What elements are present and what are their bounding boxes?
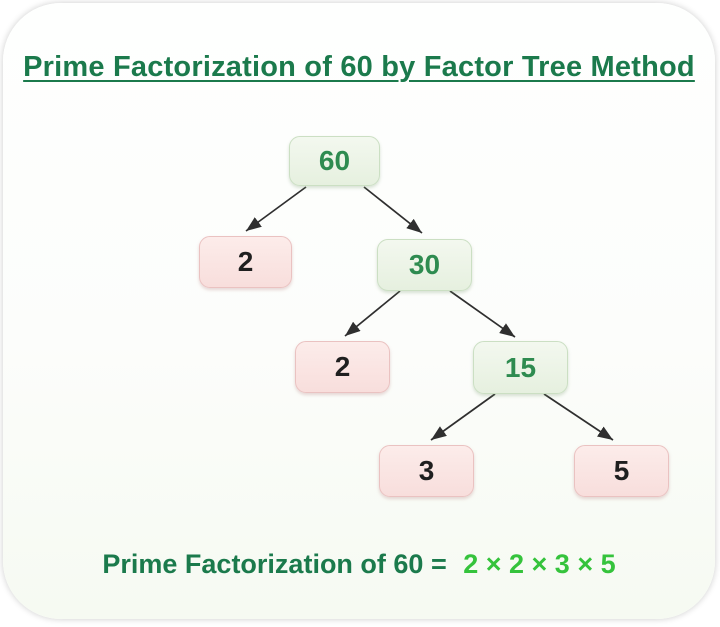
edge-30-to-15 [449, 290, 516, 338]
caption-prefix: Prime Factorization of 60 = [102, 549, 447, 579]
edge-60-to-30 [363, 186, 423, 234]
tree-edges [245, 186, 614, 441]
page-title: Prime Factorization of 60 by Factor Tree… [23, 51, 695, 83]
tree-node-60: 60 [289, 136, 380, 186]
node-label: 60 [318, 145, 351, 176]
caption-result: 2 × 2 × 3 × 5 [463, 549, 616, 579]
node-label: 5 [613, 455, 630, 486]
node-label: 2 [334, 351, 351, 382]
tree-node-15: 15 [473, 341, 568, 394]
tree-node-2-mid: 2 [295, 341, 390, 393]
edge-15-to-5 [543, 393, 614, 441]
tree-node-30: 30 [377, 239, 472, 291]
tree-node-5: 5 [574, 445, 669, 497]
factor-tree-diagram: 60 2 30 2 15 3 5 [3, 3, 720, 627]
node-label: 30 [408, 249, 441, 280]
edge-30-to-2 [344, 290, 401, 337]
node-label: 15 [504, 351, 537, 383]
edge-60-to-2 [245, 186, 307, 232]
caption: Prime Factorization of 60 = 2 × 2 × 3 × … [3, 549, 715, 580]
edge-15-to-3 [430, 393, 496, 441]
tree-node-2-left: 2 [199, 236, 292, 288]
node-label: 3 [418, 455, 435, 486]
node-label: 2 [237, 246, 254, 277]
tree-node-3: 3 [379, 445, 474, 497]
content-card: Prime Factorization of 60 by Factor Tree… [3, 3, 715, 619]
